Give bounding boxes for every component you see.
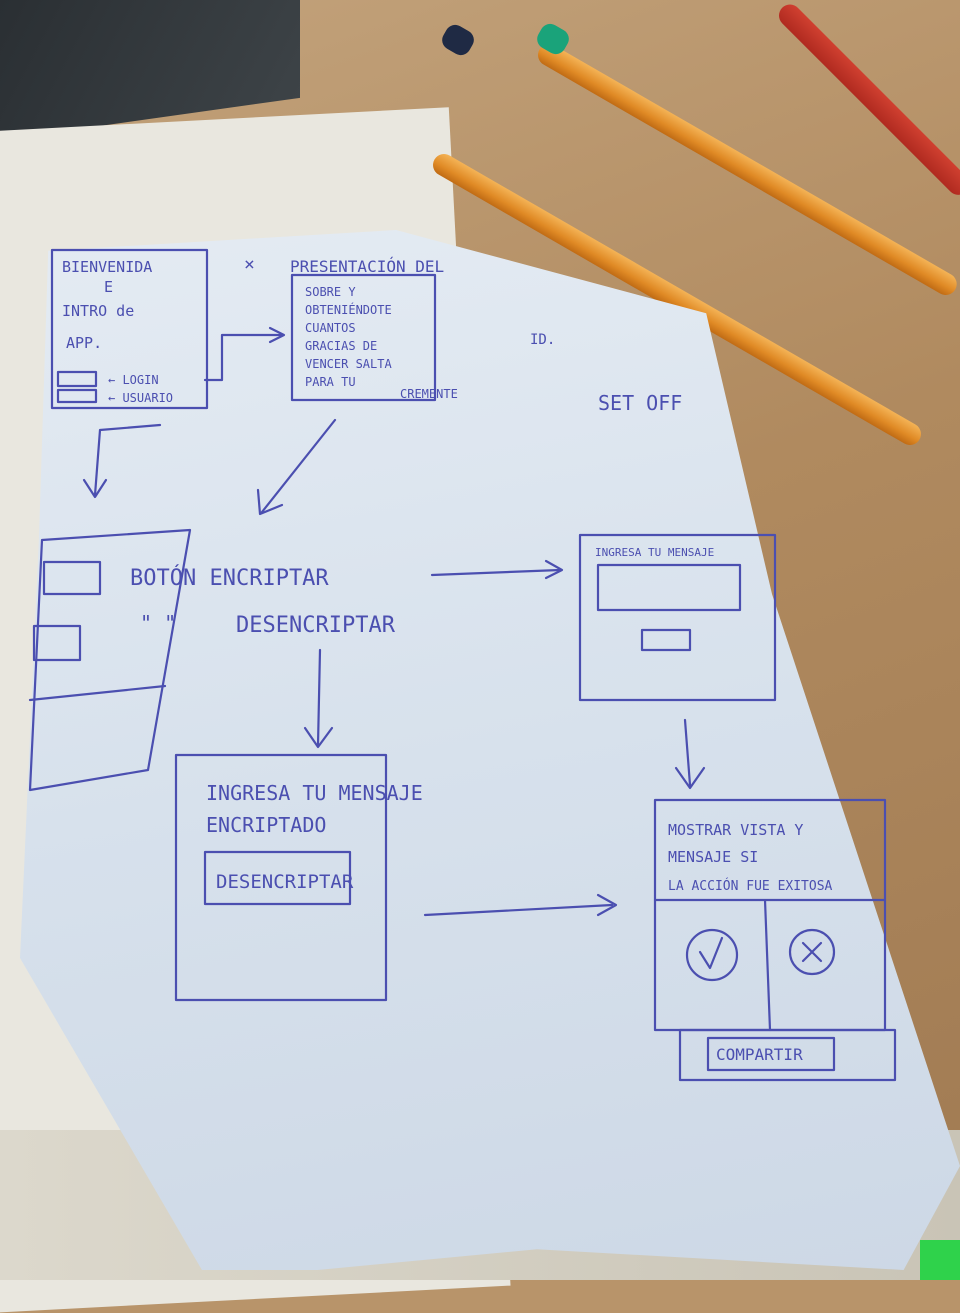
- set-off-note: SET OFF: [598, 391, 682, 415]
- presentation-line-2: OBTENIÉNDOTE: [305, 302, 392, 317]
- menu-screen: BOTÓN ENCRIPTAR " " DESENCRIPTAR: [28, 528, 396, 792]
- welcome-line-4: APP.: [66, 334, 102, 352]
- green-object: [920, 1240, 960, 1280]
- close-icon: [788, 928, 836, 976]
- welcome-line-3: INTRO de: [62, 302, 134, 320]
- decrypt-screen-title-2: ENCRIPTADO: [206, 813, 326, 837]
- result-title-2: MENSAJE SI: [668, 848, 758, 866]
- top-note-id: ID.: [530, 332, 555, 348]
- encrypt-screen: INGRESA TU MENSAJE: [578, 533, 777, 702]
- presentation-line-1: SOBRE Y: [305, 285, 356, 299]
- top-note-x: ×: [244, 254, 255, 275]
- presentation-line-5: VENCER SALTA: [305, 357, 392, 371]
- arrow-down-left: [93, 423, 162, 497]
- presentation-line-7: CREMENTE: [400, 387, 458, 401]
- welcome-screen: BIENVENIDA E INTRO de APP. ← LOGIN ← USU…: [50, 248, 209, 410]
- welcome-line-1: BIENVENIDA: [62, 258, 152, 276]
- encrypt-screen-title: INGRESA TU MENSAJE: [595, 546, 714, 559]
- presentation-screen: SOBRE Y OBTENIÉNDOTE CUANTOS GRACIAS DE …: [290, 273, 458, 402]
- user-note: ← USUARIO: [108, 391, 173, 405]
- check-icon: [685, 928, 739, 982]
- arrow-to-encrypt-screen: [430, 568, 562, 577]
- arrow-down-right: [683, 718, 692, 787]
- decrypt-screen: INGRESA TU MENSAJE ENCRIPTADO DESENCRIPT…: [174, 753, 423, 1002]
- decrypt-screen-title-1: INGRESA TU MENSAJE: [206, 781, 423, 805]
- login-note: ← LOGIN: [108, 373, 159, 387]
- arrow-to-result: [423, 903, 614, 917]
- arrow-down-middle: [260, 418, 337, 514]
- share-button-label: COMPARTIR: [716, 1045, 803, 1064]
- decrypt-button-label: DESENCRIPTAR: [236, 613, 396, 638]
- decrypt-screen-button: DESENCRIPTAR: [216, 871, 354, 893]
- result-title-3: LA ACCIÓN FUE EXITOSA: [668, 878, 833, 894]
- arrow-welcome-presentation: [203, 333, 284, 382]
- presentation-line-4: GRACIAS DE: [305, 339, 377, 353]
- result-screen: MOSTRAR VISTA Y MENSAJE SI LA ACCIÓN FUE…: [653, 798, 897, 1082]
- wireframe-sketch: BIENVENIDA E INTRO de APP. ← LOGIN ← USU…: [28, 248, 897, 1082]
- encrypt-button-label: BOTÓN ENCRIPTAR: [130, 565, 329, 591]
- top-note: PRESENTACIÓN DEL: [290, 257, 444, 276]
- presentation-line-3: CUANTOS: [305, 321, 356, 335]
- arrow-down-decrypt: [316, 648, 322, 747]
- presentation-line-6: PARA TU: [305, 375, 356, 389]
- welcome-line-2: E: [104, 278, 113, 296]
- result-title-1: MOSTRAR VISTA Y: [668, 821, 803, 839]
- ditto-mark: " ": [140, 611, 176, 635]
